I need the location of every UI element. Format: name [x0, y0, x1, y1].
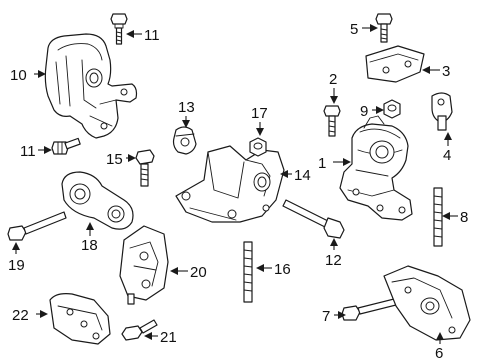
callout-14: 14: [294, 167, 311, 184]
callout-3: 3: [442, 63, 450, 80]
part-11-bolt-top: [110, 13, 128, 45]
part-16-stud: [243, 241, 253, 303]
part-22-plate: [49, 293, 111, 345]
part-21-bolt: [121, 319, 158, 341]
callout-11-left: 11: [20, 143, 36, 160]
part-3-plate: [365, 45, 425, 83]
part-14-bracket: [175, 145, 285, 223]
part-12-long-bolt: [282, 199, 345, 239]
callout-9: 9: [360, 103, 368, 120]
callout-1: 1: [318, 155, 326, 172]
part-2-bolt: [323, 105, 341, 137]
callout-22: 22: [12, 307, 29, 324]
callout-21: 21: [160, 329, 177, 346]
part-20-bracket: [119, 225, 169, 305]
callout-19: 19: [8, 257, 25, 274]
part-11-bolt-left: [51, 137, 81, 155]
callout-17: 17: [251, 105, 268, 122]
callout-labels: 1 2 3 4 5 6 7 8 9 10 11 11 12 13 14 15 1…: [8, 21, 468, 360]
callout-7: 7: [322, 308, 330, 325]
part-15-bolt: [135, 149, 155, 187]
callout-8: 8: [460, 209, 468, 226]
callout-2: 2: [329, 71, 337, 88]
part-17-nut: [249, 137, 267, 157]
part-5-bolt: [375, 13, 393, 43]
callout-4: 4: [443, 147, 451, 164]
part-7-bolt: [341, 297, 401, 321]
callout-12: 12: [325, 252, 342, 269]
part-13-rubber-stop: [172, 126, 197, 155]
callout-18: 18: [81, 237, 98, 254]
part-4-stud: [431, 92, 453, 131]
callout-13: 13: [178, 99, 195, 116]
callout-15: 15: [106, 151, 123, 168]
part-1-transmission-mount: [339, 115, 413, 221]
part-6-bracket: [383, 265, 471, 341]
part-9-nut: [383, 99, 401, 119]
callout-10: 10: [10, 67, 27, 84]
part-18-bushing-link: [61, 171, 134, 230]
callout-20: 20: [190, 264, 207, 281]
callout-11-top: 11: [144, 27, 160, 44]
part-19-bolt: [7, 211, 67, 241]
leader-lines: [12, 24, 458, 344]
callout-6: 6: [435, 345, 443, 360]
part-8-long-bolt: [433, 187, 443, 247]
callout-5: 5: [350, 21, 358, 38]
callout-16: 16: [274, 261, 291, 278]
part-10-engine-mount: [44, 33, 138, 139]
